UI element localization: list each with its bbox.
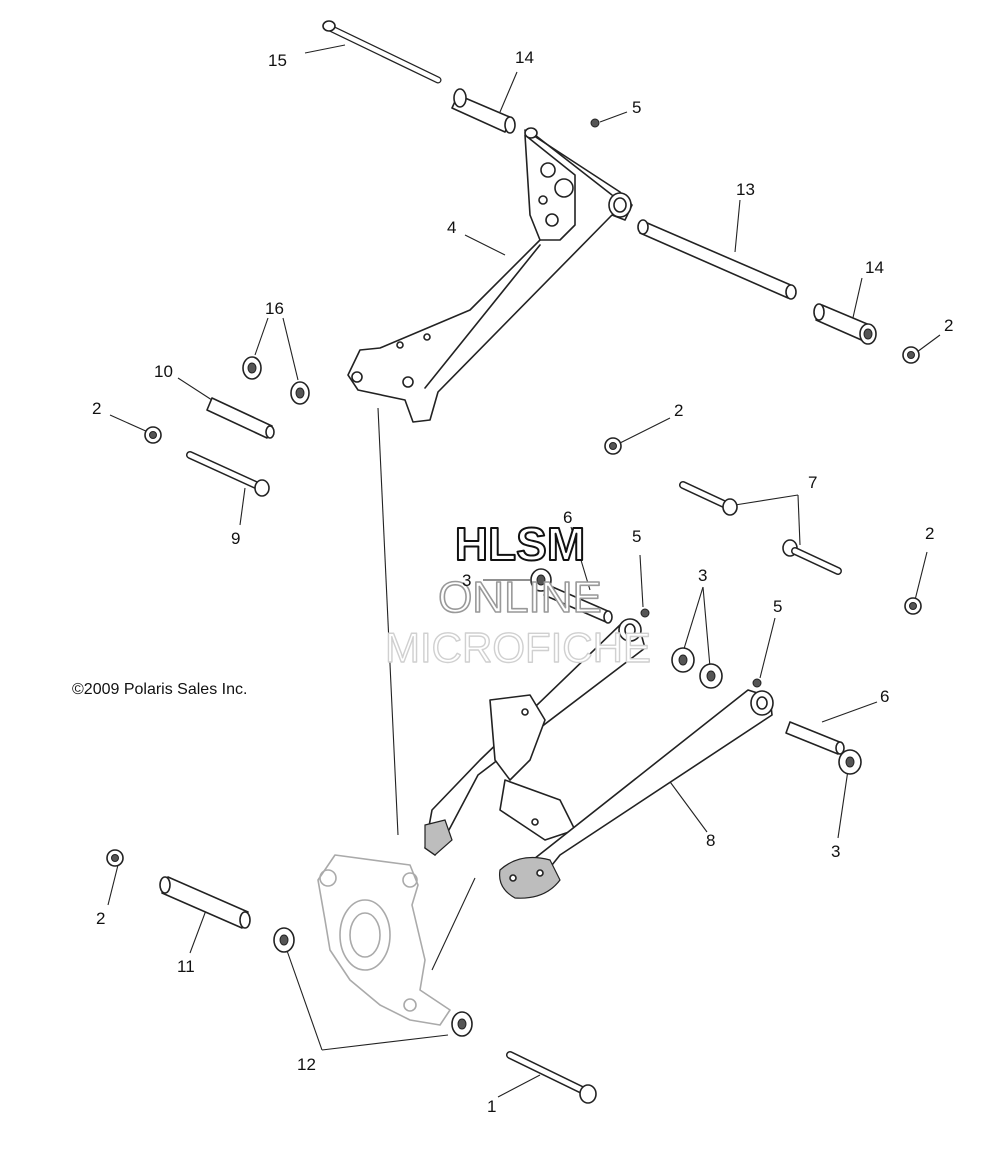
callout-11: 11 <box>177 957 195 976</box>
parts <box>106 20 922 1104</box>
part-3-bushing-mid-b <box>699 663 723 689</box>
callout-3-mid: 3 <box>698 566 707 585</box>
callout-10: 10 <box>154 362 173 381</box>
part-3-bushing-upper <box>530 568 552 592</box>
callout-5-mid: 5 <box>632 527 641 546</box>
callout-1: 1 <box>487 1097 496 1116</box>
part-5-grease-fitting-mid <box>640 608 650 618</box>
part-2-nut-center <box>604 437 622 455</box>
part-14-bushing-top <box>451 88 516 134</box>
leader-lines <box>107 44 941 1098</box>
part-1-bolt <box>506 1051 597 1104</box>
callout-5-top: 5 <box>632 98 641 117</box>
watermark-line3: MICROFICHE <box>385 624 651 671</box>
callout-6-lower: 6 <box>880 687 889 706</box>
callout-13: 13 <box>736 180 755 199</box>
callout-14-right: 14 <box>865 258 884 277</box>
callouts: 15 14 5 13 4 14 2 16 10 2 2 7 9 6 5 2 3 … <box>92 48 953 1116</box>
callout-2-right-lower: 2 <box>925 524 934 543</box>
callout-9: 9 <box>231 529 240 548</box>
part-5-grease-fitting-top <box>590 118 600 128</box>
part-16-bushing-b <box>290 381 310 405</box>
part-5-grease-fitting-right <box>752 678 762 688</box>
callout-7: 7 <box>808 473 817 492</box>
watermark-line2: ONLINE <box>438 573 602 622</box>
part-15-bolt <box>322 20 442 84</box>
callout-5-right: 5 <box>773 597 782 616</box>
part-2-nut-right-lower <box>904 597 922 615</box>
watermark-line1: HLSM <box>455 518 585 570</box>
part-11-tube <box>159 876 251 929</box>
callout-2-left: 2 <box>92 399 101 418</box>
part-7-bolt-lower <box>782 539 842 575</box>
callout-8: 8 <box>706 831 715 850</box>
copyright-text: ©2009 Polaris Sales Inc. <box>72 681 247 698</box>
part-9-bolt <box>186 451 270 497</box>
part-7-bolt-upper <box>679 481 738 516</box>
part-3-bushing-mid-a <box>671 647 695 673</box>
part-2-nut-bottom-left <box>106 849 124 867</box>
callout-16: 16 <box>265 299 284 318</box>
part-12-bushing-a <box>273 927 295 953</box>
part-2-nut-right-upper <box>902 346 920 364</box>
part-8-lower-arm <box>424 618 774 899</box>
callout-12: 12 <box>297 1055 316 1074</box>
callout-2-center: 2 <box>674 401 683 420</box>
part-16-bushing-a <box>242 356 262 380</box>
part-10-sleeve <box>206 397 275 439</box>
callout-6-upper: 6 <box>563 508 572 527</box>
watermark: HLSM ONLINE MICROFICHE <box>384 517 651 672</box>
callout-2-right-upper: 2 <box>944 316 953 335</box>
part-6-sleeve-upper <box>543 584 613 624</box>
part-14-bushing-right <box>813 303 877 345</box>
part-knuckle <box>317 854 451 1026</box>
callout-14-top: 14 <box>515 48 534 67</box>
part-3-bushing-right <box>838 749 862 775</box>
part-13-tube <box>637 219 797 300</box>
callout-3-right: 3 <box>831 842 840 861</box>
callout-4: 4 <box>447 218 456 237</box>
callout-3-upper: 3 <box>462 571 471 590</box>
part-12-bushing-b <box>451 1011 473 1037</box>
callout-2-bottom-left: 2 <box>96 909 105 928</box>
part-2-nut-left <box>144 426 162 444</box>
part-6-sleeve-lower <box>785 721 845 755</box>
callout-15: 15 <box>268 51 287 70</box>
part-4-upper-arm <box>347 127 633 423</box>
